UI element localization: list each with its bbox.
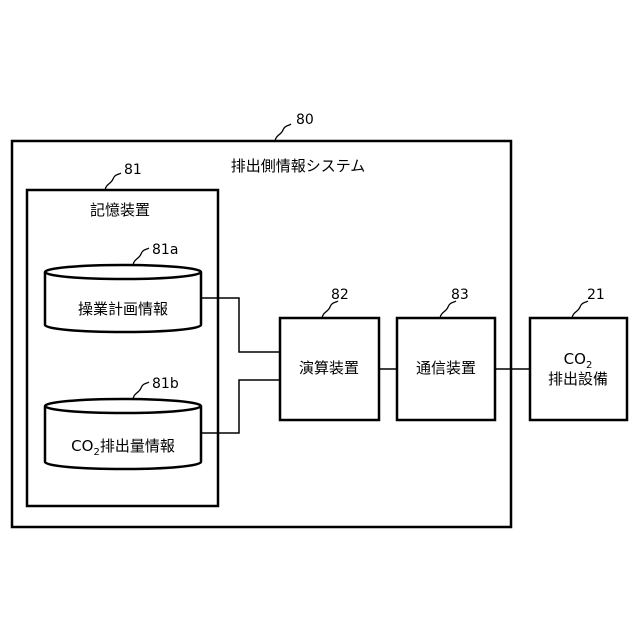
equipment-line2: 排出設備 bbox=[548, 370, 608, 388]
comm-ref-leader bbox=[440, 301, 456, 318]
calc-ref: 82 bbox=[331, 287, 349, 303]
system-ref: 80 bbox=[296, 112, 314, 128]
db2-ref-leader bbox=[133, 382, 149, 399]
calc-ref-leader bbox=[322, 301, 338, 318]
co2-emission-label: CO2排出量情報 bbox=[71, 437, 175, 458]
operation-plan-label: 操業計画情報 bbox=[78, 300, 168, 318]
equipment-box bbox=[530, 318, 627, 420]
system-title: 排出側情報システム bbox=[231, 157, 366, 175]
operation-plan-database: 操業計画情報 bbox=[45, 265, 201, 332]
db2-to-calc-line bbox=[201, 380, 280, 433]
db2-ref: 81b bbox=[152, 376, 179, 392]
storage-title: 記憶装置 bbox=[90, 201, 150, 219]
co2-emission-database: CO2排出量情報 bbox=[45, 399, 201, 469]
db1-to-calc-line bbox=[201, 298, 280, 352]
equipment-ref: 21 bbox=[587, 287, 605, 303]
comm-label: 通信装置 bbox=[416, 359, 476, 377]
storage-ref: 81 bbox=[124, 162, 142, 178]
calc-label: 演算装置 bbox=[299, 359, 359, 377]
storage-ref-leader bbox=[105, 173, 121, 190]
comm-ref: 83 bbox=[451, 287, 469, 303]
db1-ref: 81a bbox=[152, 242, 178, 258]
system-ref-leader bbox=[275, 124, 291, 141]
db1-ref-leader bbox=[133, 248, 149, 265]
equipment-ref-leader bbox=[572, 301, 588, 318]
equipment-line1: CO2 bbox=[564, 350, 593, 371]
